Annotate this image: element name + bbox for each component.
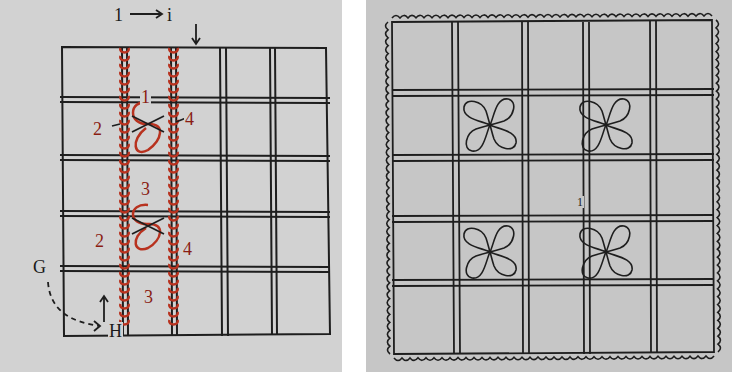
callout-number: 2: [94, 232, 105, 250]
loop-motif: [464, 99, 516, 151]
red-stitching: [120, 48, 177, 325]
arrows: [48, 10, 200, 331]
callout-number: 1: [576, 196, 584, 208]
callout-number: 3: [143, 288, 154, 306]
callout-number: 1: [140, 88, 151, 106]
scalloped-border: [386, 14, 721, 361]
right-grid: [392, 20, 714, 354]
callout-number: 4: [184, 110, 195, 128]
loop-motif: [464, 226, 516, 278]
callout-number: 1: [113, 6, 124, 24]
loop-motif: [580, 226, 632, 278]
callout-number: 4: [182, 240, 193, 258]
loop-motif: [580, 99, 632, 151]
chain-stitch: [169, 48, 177, 325]
callout-number: 2: [92, 120, 103, 138]
callout-number: G: [32, 258, 47, 276]
callout-number: 3: [140, 180, 151, 198]
left-grid: [60, 47, 330, 336]
loop-motifs: [464, 99, 632, 278]
callout-number: H: [108, 322, 123, 340]
left-panel: [0, 0, 342, 372]
right-panel: [366, 0, 732, 372]
chain-stitch: [120, 48, 128, 325]
callout-number: i: [166, 6, 173, 24]
